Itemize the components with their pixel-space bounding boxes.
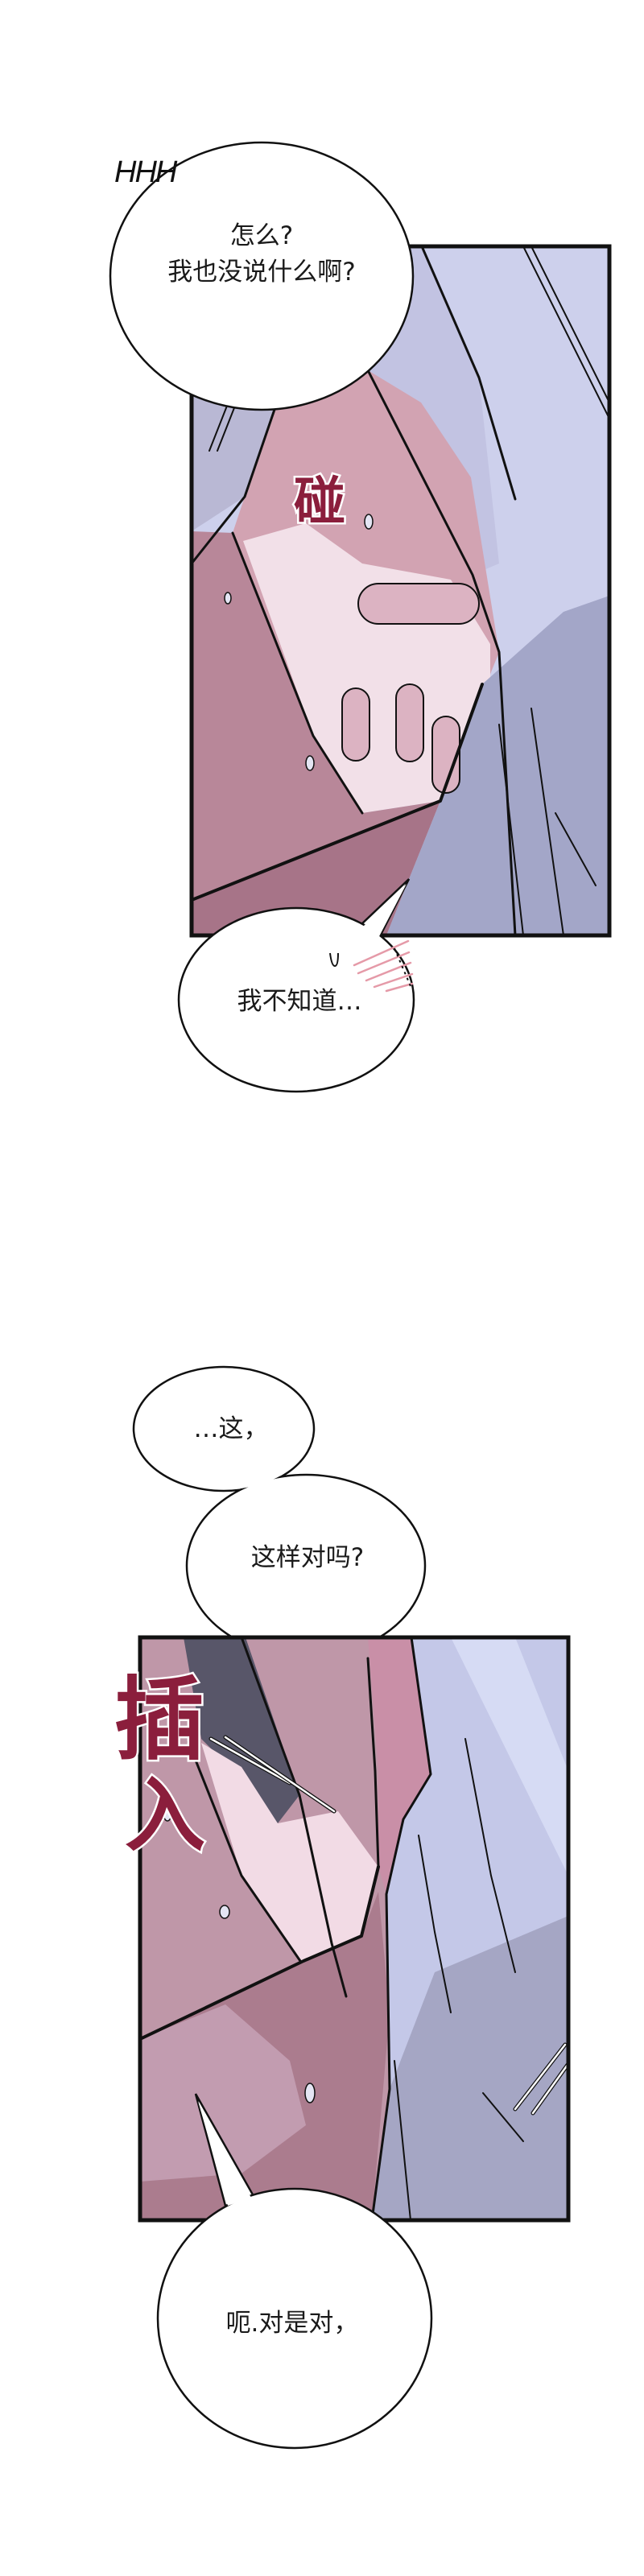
panel-1-bottom-mauve [192, 801, 440, 935]
bubble-5-shape [156, 2187, 433, 2450]
water-drop-icon [163, 1804, 172, 1822]
heart-doodle-icon [329, 952, 339, 968]
speed-lines [208, 1735, 568, 2116]
panel-2-rosy-band [368, 1637, 431, 1894]
bubble-5-tail-join [198, 2101, 251, 2206]
panel-2-right-lower-fabric [372, 1916, 568, 2220]
panel-2-highlight [201, 1743, 378, 1961]
bubble-5-line-1: 呃.对是对， [226, 2309, 359, 2338]
panel-2-light-streak [451, 1637, 568, 1876]
panel-1-right-lower-fabric [386, 596, 609, 935]
water-drop-icon [219, 1905, 230, 1919]
bubble-3-line-1: …这， [194, 1414, 269, 1443]
bubble-2-line-1: 我不知道… [237, 987, 362, 1016]
sfx-hhh: HHH [114, 155, 178, 189]
bubble-4-line-1: 这样对吗? [251, 1543, 364, 1572]
bubble-4-fill [188, 1476, 424, 1656]
panel-2-lower-light [140, 2004, 306, 2182]
bubble-1-line-2: 我也没说什么啊? [167, 258, 355, 287]
sfx-insert-char-1: 插 [114, 1667, 204, 1773]
speech-bubble-5: 呃.对是对， [156, 2093, 433, 2450]
bubble-2-shape [177, 906, 415, 1093]
bubble-1-shape [109, 141, 415, 411]
panel-2-ink-lines [140, 1637, 524, 2220]
speech-bubble-3-4: …这， 这样对吗? [132, 1365, 427, 1696]
panel-1-finger-shape [357, 583, 480, 625]
water-drop-icon [304, 2083, 316, 2103]
bubble-3-fill [134, 1368, 313, 1490]
water-drop-icon [224, 592, 232, 605]
panel-1-finger-shape [395, 683, 424, 762]
panel-2 [138, 1635, 571, 2223]
sfx-bump: 碰 [294, 472, 345, 532]
panel-1-finger-shape [431, 716, 460, 794]
sfx-insert-char-2: 入 [125, 1768, 205, 1863]
bubble-1-line-1: 怎么? [230, 221, 293, 250]
panel-1-finger-shape [341, 687, 370, 762]
panel-1: 碰 [189, 244, 612, 938]
bubble-2-tail-join [362, 884, 407, 939]
speech-bubble-2: 我不知道… [177, 878, 415, 1093]
water-drop-icon [364, 514, 374, 530]
water-drop-icon [305, 755, 315, 771]
speech-bubble-1: 怎么? 我也没说什么啊? [109, 141, 415, 411]
dotted-line [394, 947, 411, 987]
panel-2-dark-strip [184, 1637, 299, 1823]
blush-marks [353, 939, 414, 993]
